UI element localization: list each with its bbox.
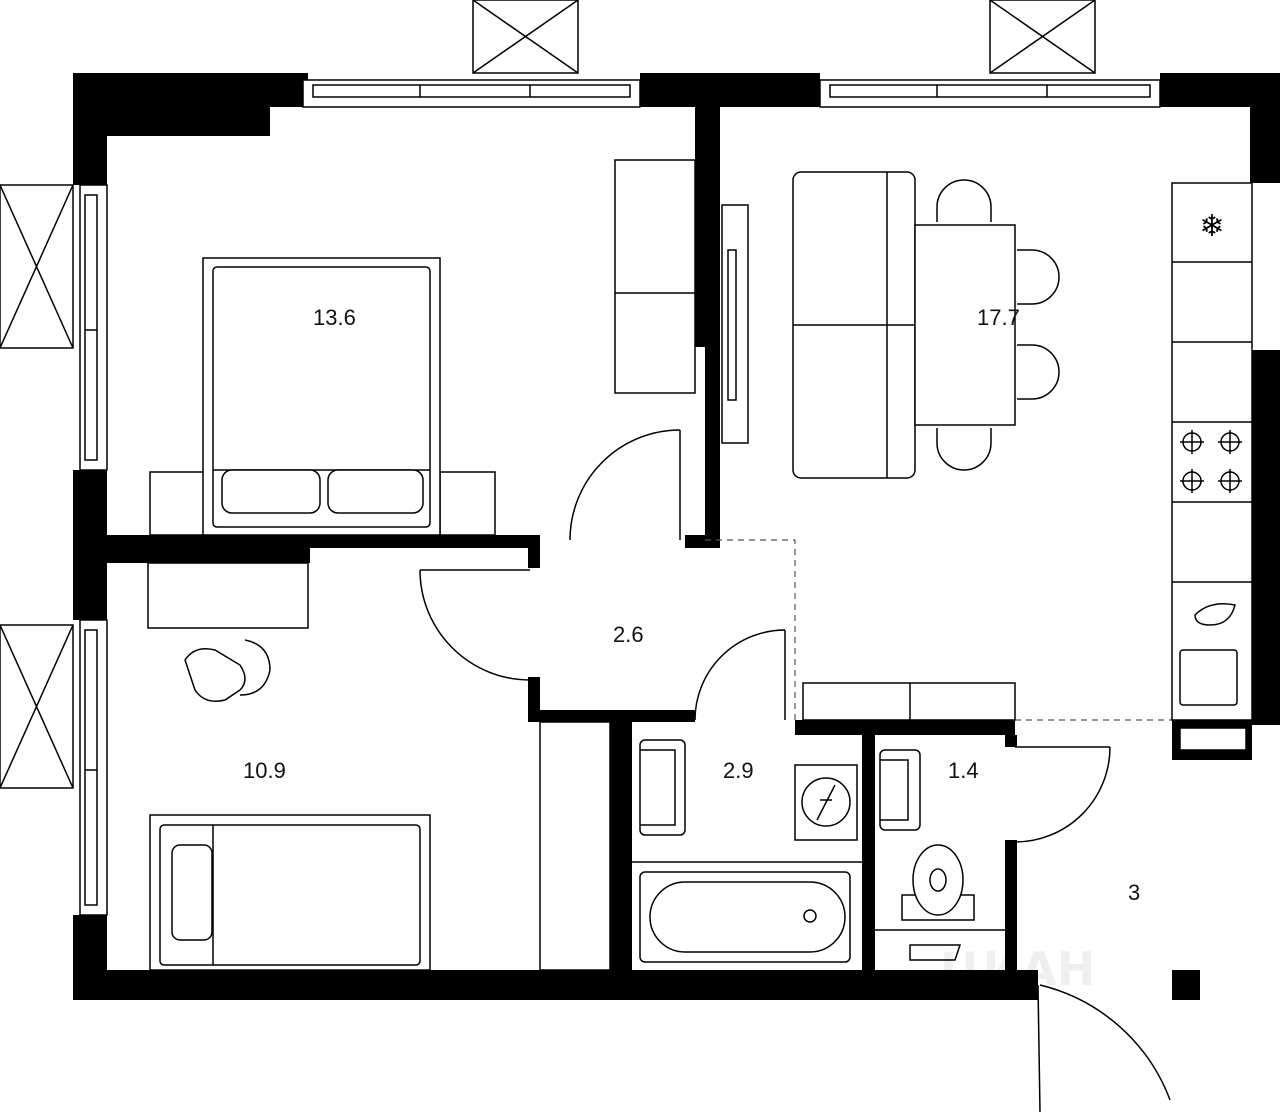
vent: [909, 944, 962, 961]
room-area-toilet: 1.4: [948, 758, 979, 783]
room-area-bedroom-2: 10.9: [243, 758, 286, 783]
furniture: ❄: [147, 159, 1253, 971]
washbasin: [639, 739, 686, 836]
toilet-sink: [879, 749, 921, 831]
chair: [184, 639, 271, 702]
shoe-cabinet: [802, 682, 1016, 721]
room-area-hall: 2.6: [613, 622, 644, 647]
nightstand-left: [149, 471, 206, 536]
stove-icon: [1180, 430, 1242, 493]
room-area-bedroom-1: 13.6: [313, 305, 356, 330]
closet: [539, 721, 611, 971]
room-area-bathroom: 2.9: [723, 758, 754, 783]
tap-icon: [1194, 603, 1236, 626]
tv: [727, 249, 737, 401]
room-area-entrance: 3: [1128, 880, 1140, 905]
doors: [419, 429, 1171, 1112]
room-area-living-kitchen: 17.7: [977, 305, 1020, 330]
nightstand-right: [439, 471, 496, 536]
watermark: ЦИАН: [940, 942, 1095, 996]
zone-boundary: [705, 539, 1172, 721]
fridge-icon: ❄: [1199, 210, 1224, 243]
window-boxes: [0, 0, 1096, 789]
desk: [147, 562, 309, 629]
wardrobe: [614, 159, 696, 394]
kitchen-counter: [1171, 182, 1253, 721]
walls: [73, 73, 1280, 1000]
sink: [1179, 649, 1238, 706]
windows: [79, 79, 1161, 916]
dining-table: [914, 224, 1016, 426]
